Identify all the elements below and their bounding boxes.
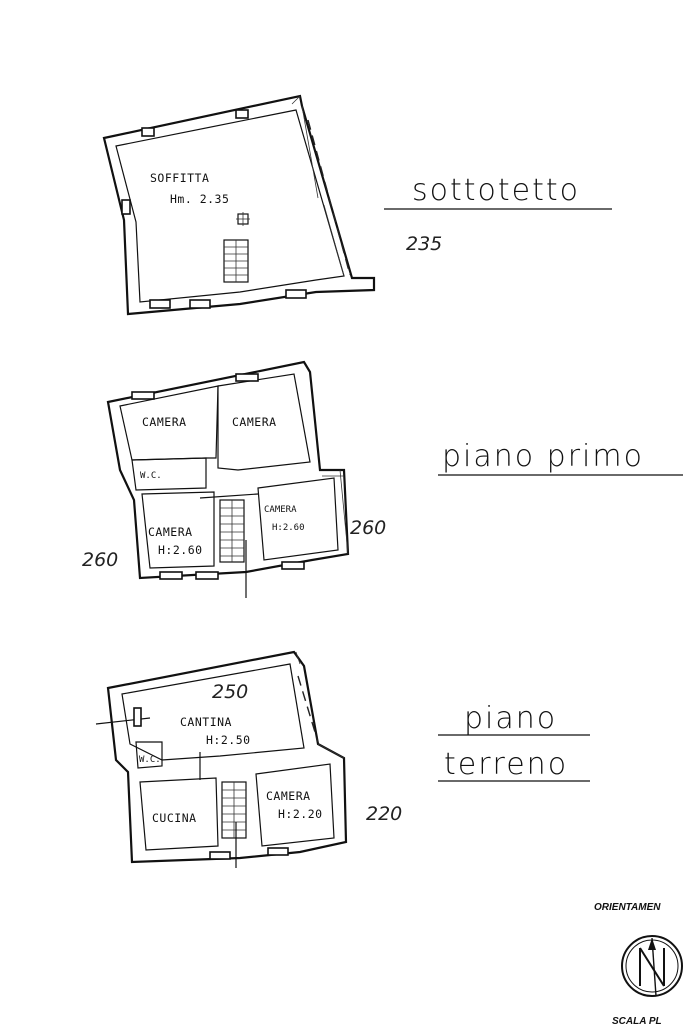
window <box>149 299 171 309</box>
level-title-piano-primo: piano primo <box>442 439 644 474</box>
room-height-soffitta: Hm. 2.35 <box>170 192 229 206</box>
height-note-left: 260 <box>82 549 118 571</box>
height-note-top: 250 <box>212 681 248 703</box>
window <box>285 289 307 299</box>
level-title-piano: piano <box>464 701 557 736</box>
window <box>235 373 259 382</box>
room-label-camera: CAMERA <box>148 525 193 539</box>
north-arrow-icon <box>621 935 683 997</box>
room-label-cantina: CANTINA <box>180 715 232 729</box>
window <box>133 707 142 727</box>
level-title-sottotetto: sottotetto <box>412 173 580 208</box>
room-height-camera: H:2.20 <box>278 807 323 821</box>
window <box>235 109 249 119</box>
room-label-wc: W.C. <box>140 471 162 481</box>
height-note-right: 220 <box>366 803 402 825</box>
level-title-terreno: terreno <box>444 747 568 782</box>
piano-terreno-plan: CANTINA H:2.50 W.C. CUCINA CAMERA H:2.20 <box>95 650 348 868</box>
stair-icon <box>221 781 247 839</box>
window <box>209 851 231 860</box>
window <box>159 571 183 580</box>
room-label-camera: CAMERA <box>264 505 297 515</box>
stair-icon <box>223 239 249 283</box>
room-height-camera: H:2.60 <box>272 523 305 533</box>
roof-line <box>297 675 319 743</box>
height-note-right: 260 <box>350 517 386 539</box>
room-label-camera: CAMERA <box>232 415 277 429</box>
roof-line <box>307 119 351 276</box>
scale-label: SCALA PL <box>612 1016 662 1025</box>
height-note-sottotetto: 235 <box>406 233 442 255</box>
window <box>141 127 155 137</box>
window <box>121 199 131 215</box>
room-label-soffitta: SOFFITTA <box>150 171 209 185</box>
chimney-icon <box>236 212 250 226</box>
window <box>281 561 305 570</box>
window <box>195 571 219 580</box>
window <box>131 391 155 400</box>
room-label-cucina: CUCINA <box>152 811 197 825</box>
sottotetto-plan: SOFFITTA Hm. 2.35 <box>102 94 376 316</box>
piano-primo-plan: CAMERA CAMERA W.C. CAMERA H:2.60 CAMERA … <box>106 360 350 598</box>
window <box>267 847 289 856</box>
window <box>189 299 211 309</box>
room-height-cantina: H:2.50 <box>206 733 251 747</box>
stair-icon <box>219 499 245 563</box>
room-label-wc: W.C. <box>139 755 161 765</box>
orientation-label: ORIENTAMEN <box>594 902 661 913</box>
room-label-camera: CAMERA <box>142 415 187 429</box>
room-height-camera: H:2.60 <box>158 543 203 557</box>
room-label-camera: CAMERA <box>266 789 311 803</box>
